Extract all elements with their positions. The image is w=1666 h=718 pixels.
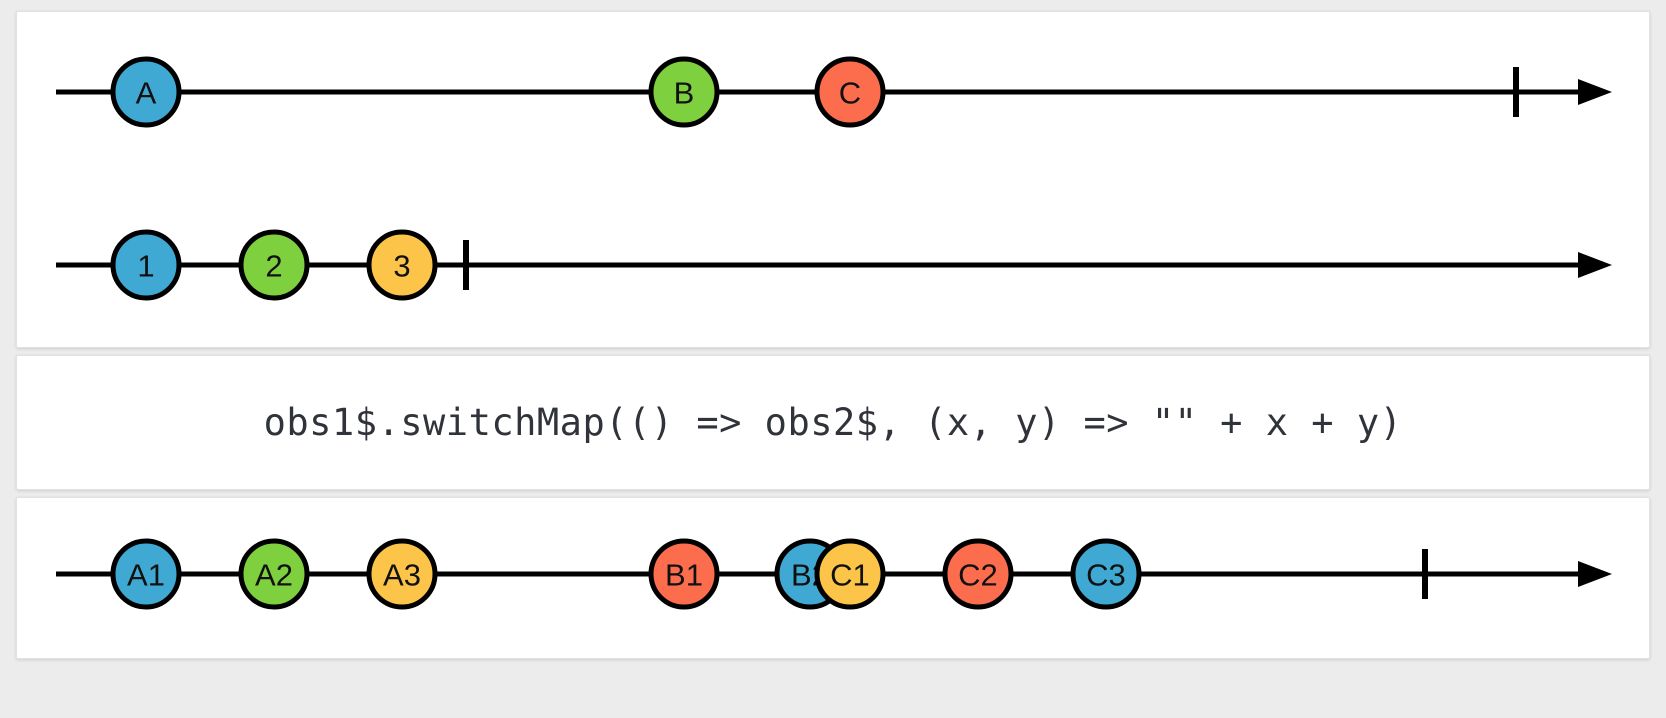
marble-obs2-1[interactable]: 1 — [110, 229, 182, 301]
marble-label-c: C — [839, 76, 861, 111]
marble-output-A3[interactable]: A3 — [366, 538, 438, 610]
marble-circle-a3[interactable] — [366, 538, 438, 610]
marble-label-a2: A2 — [255, 558, 293, 593]
marble-circle-a1[interactable] — [110, 538, 182, 610]
marble-label-c1: C1 — [830, 558, 870, 593]
marble-label-3: 3 — [393, 249, 410, 284]
marble-output-B1[interactable]: B1 — [648, 538, 720, 610]
marble-output-C3[interactable]: C3 — [1070, 538, 1142, 610]
marble-circle-a2[interactable] — [238, 538, 310, 610]
marble-label-b: B — [674, 76, 695, 111]
timeline-obs1: A B C — [56, 56, 1612, 128]
marble-output-A1[interactable]: A1 — [110, 538, 182, 610]
marble-label-c3: C3 — [1086, 558, 1126, 593]
marble-obs1-C[interactable]: C — [814, 56, 886, 128]
marble-circle-c3[interactable] — [1070, 538, 1142, 610]
operator-code-text: obs1$.switchMap(() => obs2$, (x, y) => "… — [263, 401, 1403, 444]
marble-label-a3: A3 — [383, 558, 421, 593]
marble-circle-c[interactable] — [814, 56, 886, 128]
marble-label-2: 2 — [265, 249, 282, 284]
marble-output-A2[interactable]: A2 — [238, 538, 310, 610]
marble-obs1-B[interactable]: B — [648, 56, 720, 128]
marble-obs2-3[interactable]: 3 — [366, 229, 438, 301]
marble-obs1-A[interactable]: A — [110, 56, 182, 128]
operator-code-panel — [16, 355, 1650, 490]
timeline-arrowhead-obs1 — [1578, 79, 1612, 105]
marble-circle-b1[interactable] — [648, 538, 720, 610]
marble-circle-c2[interactable] — [942, 538, 1014, 610]
timeline-arrowhead-obs2 — [1578, 252, 1612, 278]
marble-label-a: A — [136, 76, 157, 111]
marble-label-b1: B1 — [665, 558, 703, 593]
marble-circle-3[interactable] — [366, 229, 438, 301]
marble-label-1: 1 — [137, 249, 154, 284]
marble-circle-1[interactable] — [110, 229, 182, 301]
marble-circle-a[interactable] — [110, 56, 182, 128]
marble-label-c2: C2 — [958, 558, 998, 593]
marble-label-a1: A1 — [127, 558, 165, 593]
marble-circle-b[interactable] — [648, 56, 720, 128]
timeline-arrowhead-output — [1578, 561, 1612, 587]
marble-circle-2[interactable] — [238, 229, 310, 301]
marble-output-C1[interactable]: C1 — [814, 538, 886, 610]
marble-output-C2[interactable]: C2 — [942, 538, 1014, 610]
timeline-obs2: 1 2 3 — [56, 229, 1612, 301]
marble-circle-c1[interactable] — [814, 538, 886, 610]
marble-obs2-2[interactable]: 2 — [238, 229, 310, 301]
